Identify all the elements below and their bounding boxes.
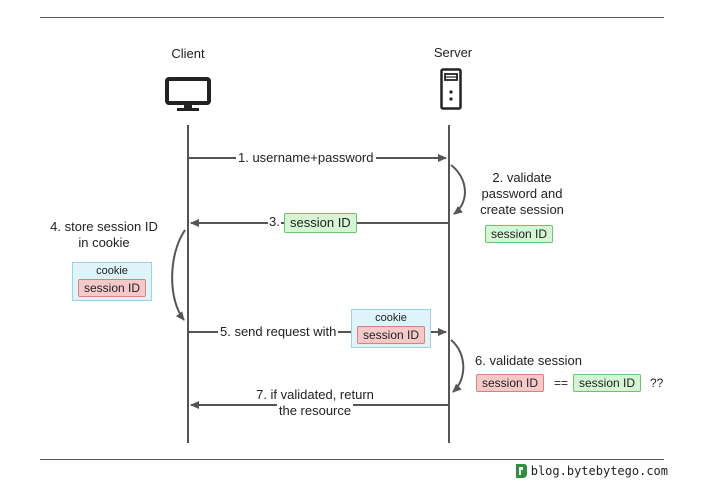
step-4-note: 4. store session ID in cookie — [44, 219, 164, 251]
step-7-label: 7. if validated, return the resource — [240, 387, 390, 419]
step-2-line-2: password and — [481, 186, 563, 201]
request-cookie-title: cookie — [375, 312, 407, 324]
step-2-line-3: create session — [480, 202, 564, 217]
step-6-session-id-red: session ID — [476, 374, 545, 392]
request-cookie-box: cookie session ID — [351, 309, 431, 348]
server-lifeline — [448, 125, 450, 443]
step-4-line-1: 4. store session ID — [50, 219, 158, 234]
step-7-line-1: 7. if validated, return — [254, 387, 376, 403]
client-cookie-title: cookie — [96, 265, 128, 277]
step-5-label: 5. send request with — [218, 324, 339, 340]
step-2-line-1: 2. validate — [492, 170, 552, 185]
step-6-equals: == — [554, 375, 569, 391]
step-6-session-id-green: session ID — [573, 374, 642, 392]
bottom-divider — [40, 459, 664, 460]
step-6-question: ?? — [650, 375, 664, 391]
footer-brand-text: blog.bytebytego.com — [530, 464, 668, 478]
arrow-step-6 — [450, 339, 465, 393]
step-7-line-2: the resource — [276, 403, 354, 419]
request-cookie-session-id: session ID — [356, 326, 426, 344]
client-label: Client — [171, 46, 205, 61]
client-cookie-box: cookie session ID — [72, 262, 152, 301]
arrow-step-2 — [450, 164, 466, 215]
footer-brand[interactable]: blog.bytebytego.com — [514, 463, 668, 479]
step-1-label: 1. username+password — [236, 150, 376, 166]
top-divider — [40, 17, 664, 18]
server-label: Server — [433, 45, 473, 60]
arrow-step-4 — [171, 229, 186, 321]
step-3-session-id-tag: session ID — [284, 213, 357, 233]
client-cookie-session-id: session ID — [77, 279, 147, 297]
monitor-icon — [165, 77, 211, 111]
server-tower-icon — [440, 68, 462, 110]
bytebytego-logo-icon — [515, 464, 527, 478]
step-4-line-2: in cookie — [78, 235, 130, 250]
step-2-note: 2. validate password and create session — [472, 170, 572, 218]
client-lifeline — [187, 125, 189, 443]
step-3-label: 3. — [268, 214, 281, 230]
step-6-label: 6. validate session — [475, 353, 582, 369]
server-session-id-tag: session ID — [485, 225, 554, 243]
